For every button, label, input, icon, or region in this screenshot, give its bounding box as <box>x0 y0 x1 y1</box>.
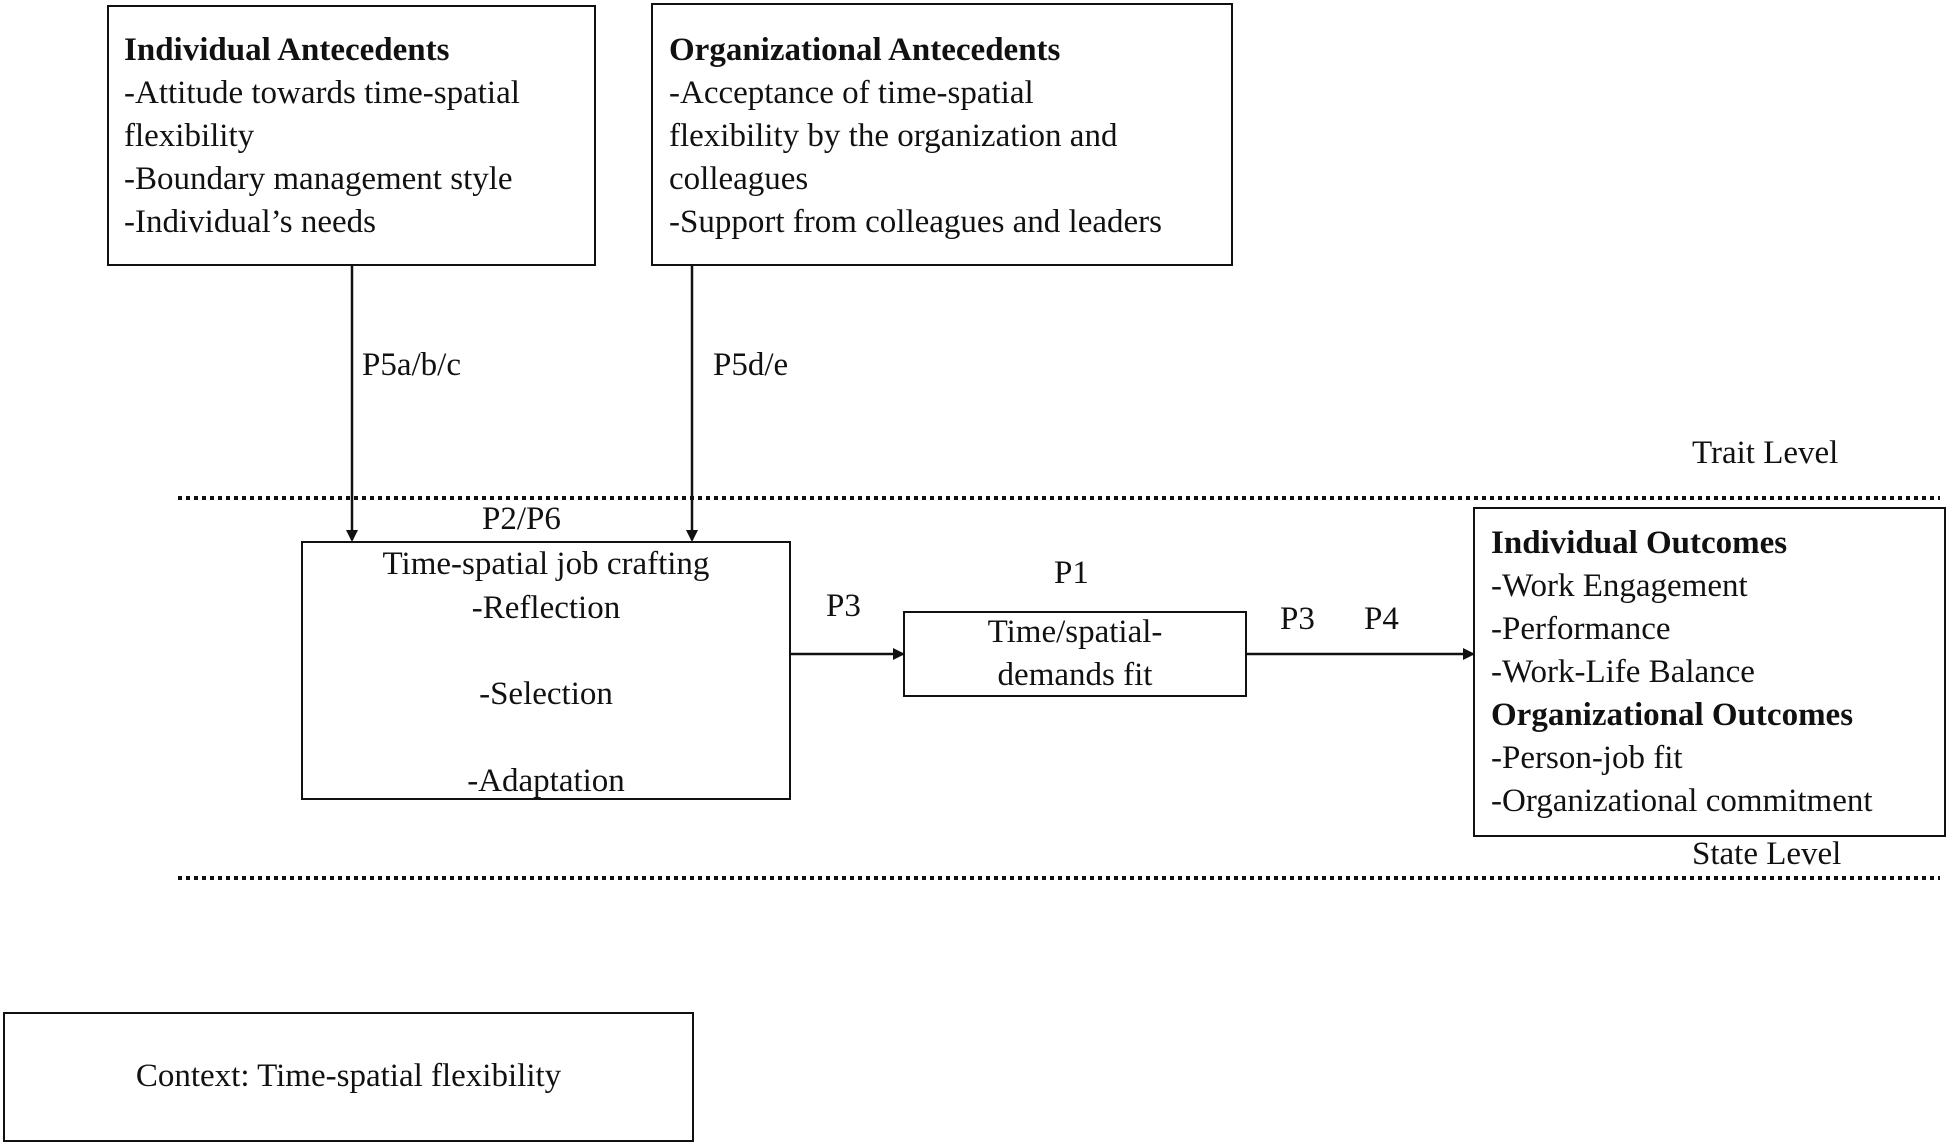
organizational-antecedent-item: -Support from colleagues and leaders <box>669 204 1163 240</box>
job-crafting-step-reflection: -Reflection <box>471 590 621 626</box>
individual-outcome-item: -Performance <box>1491 611 1671 647</box>
label-p5abc: P5a/b/c <box>362 347 461 383</box>
organizational-outcome-item: -Person-job fit <box>1491 740 1683 776</box>
individual-antecedent-item: flexibility <box>124 118 255 154</box>
organizational-antecedents-title: Organizational Antecedents <box>669 32 1061 68</box>
label-state-level: State Level <box>1692 836 1842 872</box>
demands-fit-box <box>903 611 1247 697</box>
job-crafting-box <box>301 541 791 800</box>
label-p3-right: P3 <box>1280 601 1315 637</box>
demands-fit-line: Time/spatial- <box>987 614 1163 650</box>
organizational-outcome-item: -Organizational commitment <box>1491 783 1873 819</box>
label-p1: P1 <box>1054 555 1089 591</box>
demands-fit-line: demands fit <box>997 657 1153 693</box>
individual-antecedents-box <box>107 5 596 266</box>
context-box <box>3 1012 694 1142</box>
demands-fit-text: Time/spatial- demands fit <box>903 611 1247 697</box>
job-crafting-step-selection: -Selection <box>479 676 613 712</box>
individual-antecedents-text: Individual Antecedents -Attitude towards… <box>124 29 520 244</box>
label-trait-level: Trait Level <box>1692 435 1839 471</box>
individual-antecedent-item: -Attitude towards time-spatial <box>124 75 520 111</box>
organizational-antecedents-text: Organizational Antecedents -Acceptance o… <box>669 29 1162 244</box>
label-p5de: P5d/e <box>713 347 789 383</box>
individual-outcome-item: -Work-Life Balance <box>1491 654 1755 690</box>
individual-outcome-item: -Work Engagement <box>1491 568 1748 604</box>
job-crafting-step-adaptation: -Adaptation <box>467 763 625 799</box>
individual-outcomes-title: Individual Outcomes <box>1491 525 1788 561</box>
organizational-outcomes-title: Organizational Outcomes <box>1491 697 1854 733</box>
label-p3-left: P3 <box>826 588 861 624</box>
outcomes-text: Individual Outcomes -Work Engagement -Pe… <box>1491 522 1873 823</box>
individual-antecedents-title: Individual Antecedents <box>124 32 450 68</box>
label-p4: P4 <box>1364 601 1399 637</box>
job-crafting-title: Time-spatial job crafting <box>382 546 710 582</box>
organizational-antecedent-item: colleagues <box>669 161 809 197</box>
outcomes-box <box>1473 507 1946 837</box>
individual-antecedent-item: -Boundary management style <box>124 161 513 197</box>
individual-antecedent-item: -Individual’s needs <box>124 204 377 240</box>
organizational-antecedent-item: -Acceptance of time-spatial <box>669 75 1034 111</box>
context-label: Context: Time-spatial flexibility <box>135 1058 562 1094</box>
label-p2p6: P2/P6 <box>482 501 561 537</box>
organizational-antecedents-box <box>651 3 1233 266</box>
organizational-antecedent-item: flexibility by the organization and <box>669 118 1118 154</box>
